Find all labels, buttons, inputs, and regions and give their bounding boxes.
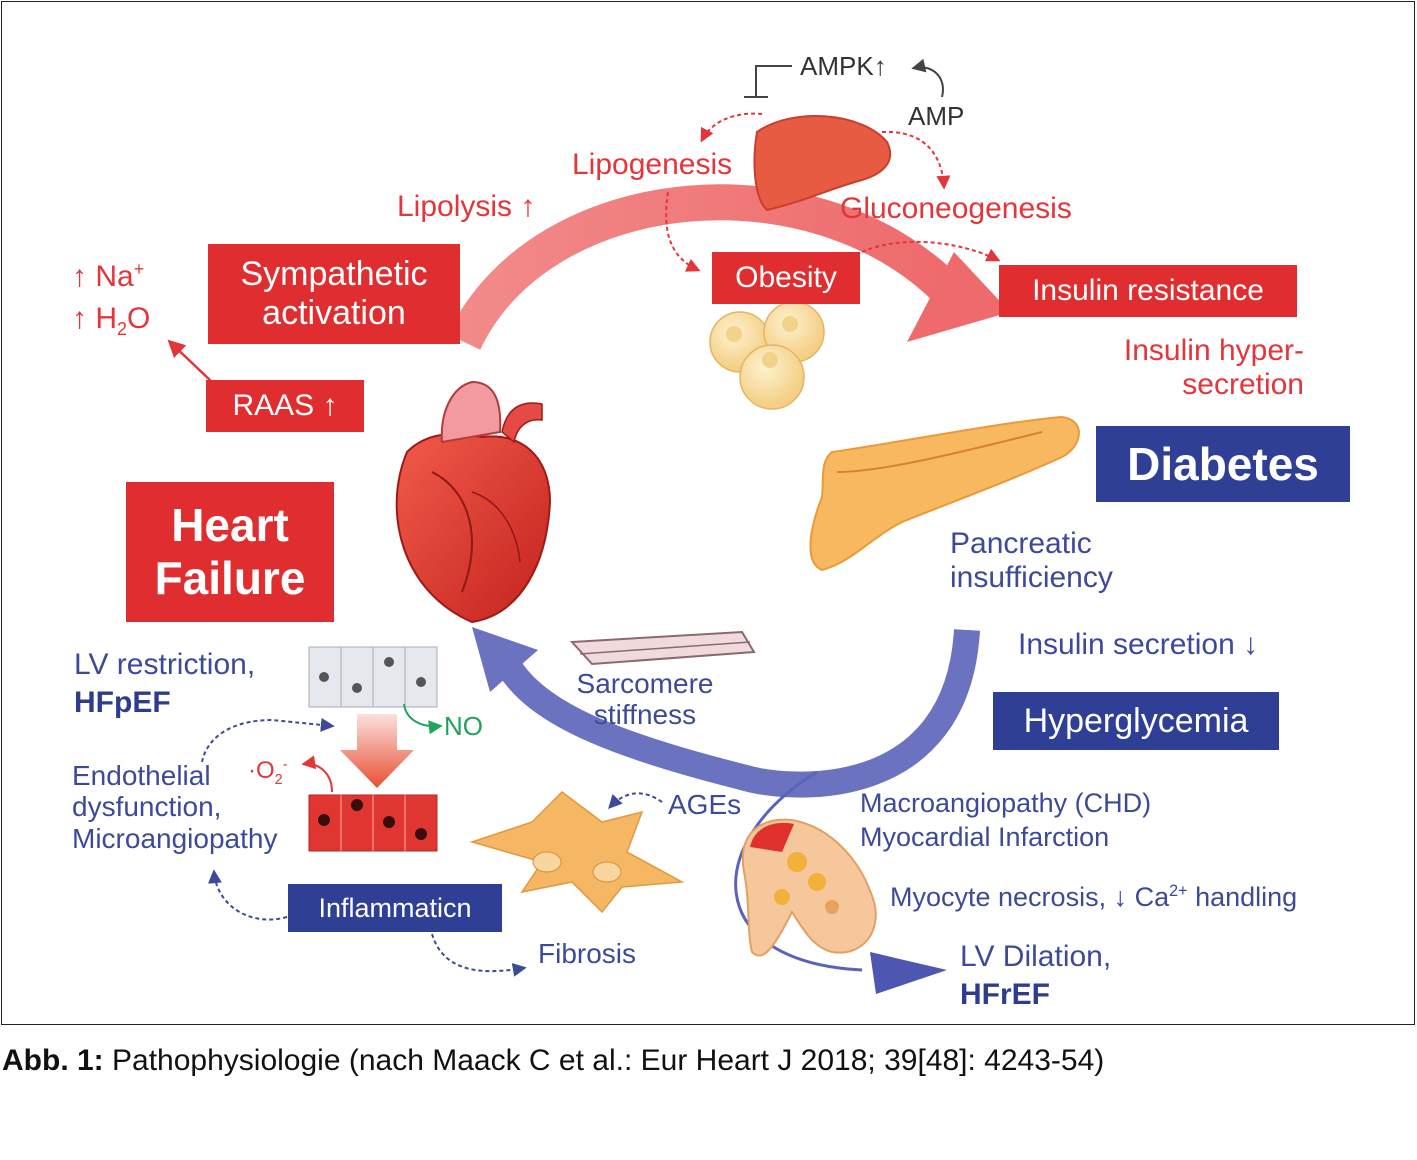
lv-dilation-label: LV Dilation, [960, 940, 1112, 973]
raas-label: RAAS ↑ [232, 388, 338, 422]
inflammation-box: Inflammaticn [288, 884, 502, 932]
red-cycle-arrowhead [907, 252, 1010, 342]
sodium-label: ↑ Na+ [72, 259, 145, 293]
inflammation-to-fibrosis-arrow [431, 933, 527, 977]
myocyte-necrosis-label: Myocyte necrosis, ↓ Ca2+ handling [890, 882, 1298, 912]
fibrosis-label: Fibrosis [538, 938, 637, 969]
caption-text: Pathophysiologie (nach Maack C et al.: E… [112, 1044, 1105, 1077]
lipogenesis-to-obesity-arrow [665, 191, 701, 272]
superoxide-label: ·O2- [248, 757, 288, 788]
hfpef-label: HFpEF [74, 686, 171, 719]
red-cycle-arc [447, 184, 971, 351]
hyperglycemia-box: Hyperglycemia [993, 692, 1279, 750]
no-arrow [403, 703, 443, 735]
insulin-hypersecretion-label: Insulin hyper-secretion [1123, 334, 1304, 401]
pancreas-illustration [809, 415, 1080, 572]
endothelial-cells-damaged [308, 794, 438, 852]
macroangiopathy-label: Macroangiopathy (CHD) [860, 788, 1152, 818]
insulin-resistance-box: Insulin resistance [999, 265, 1297, 317]
blue-cycle-arrowhead [472, 627, 538, 692]
diabetes-box: Diabetes [1096, 426, 1350, 502]
ages-to-fibroblast-arrow [608, 792, 663, 810]
liver-to-lipogenesis-arrow [700, 112, 763, 143]
obesity-label: Obesity [735, 260, 837, 294]
blue-tail-arrowhead [870, 952, 947, 994]
diagram-artwork [167, 58, 1080, 994]
caption-label: Abb. 1: [2, 1044, 104, 1077]
gluconeogenesis-label: Gluconeogenesis [840, 192, 1072, 225]
artery-plaque-illustration [741, 818, 877, 957]
lipolysis-label: Lipolysis ↑ [397, 190, 536, 223]
blue-cycle-arc [489, 629, 980, 798]
diabetes-label: Diabetes [1127, 438, 1319, 490]
fibroblast-illustration [469, 791, 685, 914]
figure-panel: AMPK↑ AMP Lipogenesis Gluconeogenesis Li… [1, 1, 1415, 1025]
raas-box: RAAS ↑ [206, 380, 364, 432]
raas-to-na-arrow [167, 339, 213, 383]
endothelial-to-lv-restriction-arrow [201, 717, 335, 763]
lipogenesis-label: Lipogenesis [572, 148, 733, 181]
figure-caption: Abb. 1: Pathophysiologie (nach Maack C e… [2, 1044, 1104, 1078]
inflammation-label: Inflammaticn [318, 892, 472, 923]
ampk-inhibition-line [755, 65, 792, 97]
obesity-to-insulin-resistance-arrow [861, 240, 1001, 262]
no-label: NO [444, 711, 483, 741]
obesity-box: Obesity [712, 252, 860, 304]
insulin-secretion-label: Insulin secretion ↓ [1018, 628, 1259, 661]
insulin-resistance-label: Insulin resistance [1032, 273, 1264, 307]
heart-illustration [395, 380, 552, 624]
liver-to-gluconeogenesis-arrow [881, 130, 951, 190]
endothelial-cells-healthy [308, 646, 438, 708]
amp-label: AMP [908, 101, 965, 131]
liver-illustration [753, 115, 892, 212]
fat-cells-illustration [709, 301, 825, 410]
hfref-label: HFrEF [960, 978, 1050, 1011]
sarcomere-illustration [569, 630, 756, 666]
inflammation-to-endothelial-arrow [207, 869, 288, 921]
myocardial-infarction-label: Myocardial Infarction [860, 822, 1110, 852]
ages-label: AGEs [668, 789, 742, 820]
hyperglycemia-label: Hyperglycemia [1023, 701, 1249, 740]
water-label: ↑ H2O [72, 302, 151, 339]
endothelium-transition-arrow [340, 714, 414, 788]
o2-arrow [301, 755, 333, 793]
ampk-label: AMPK↑ [800, 51, 887, 81]
lv-restriction-label: LV restriction, [74, 648, 256, 681]
amp-to-ampk-arrow [911, 58, 944, 98]
blue-tail-curve [734, 770, 863, 972]
